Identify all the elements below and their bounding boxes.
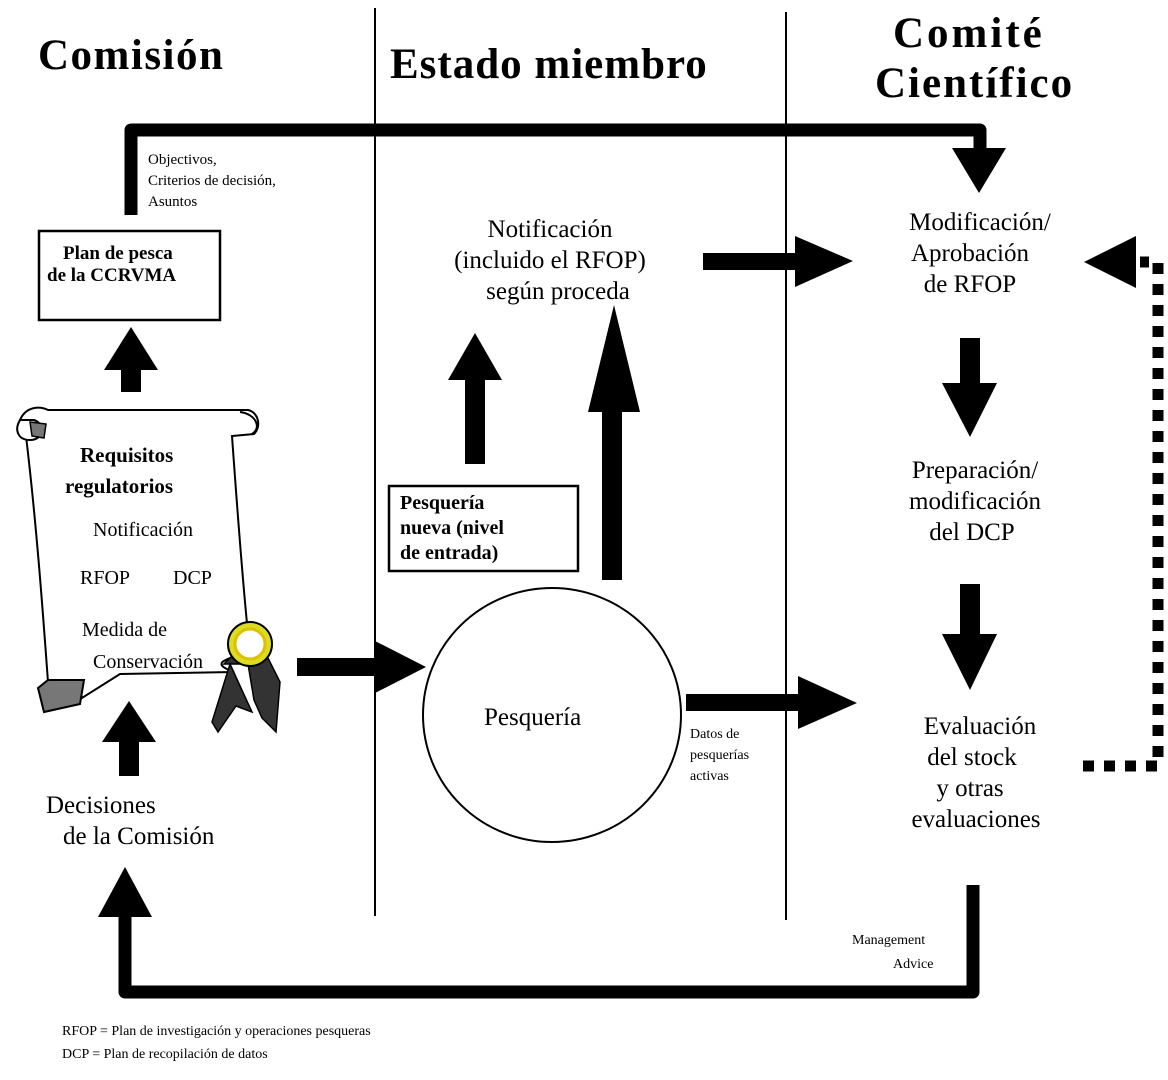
heading-comision: Comisión bbox=[38, 32, 225, 79]
decisiones-line1: Decisiones bbox=[46, 792, 156, 819]
arrow-down-2-head bbox=[942, 634, 997, 690]
heading-cientifico: Científico bbox=[875, 60, 1075, 107]
arrow-down-1-head bbox=[942, 383, 997, 437]
plan-box-line2: de la CCRVMA bbox=[47, 265, 177, 286]
arrow-nueva-up-head bbox=[448, 333, 502, 380]
evaluacion-line1: Evaluación bbox=[923, 713, 1037, 740]
scroll-notificacion: Notificación bbox=[93, 519, 193, 541]
arrow-notif-right-head bbox=[795, 236, 853, 287]
arrow-notif-right-shaft bbox=[703, 253, 803, 270]
scroll-rfop: RFOP bbox=[80, 567, 131, 589]
asuntos-label: Asuntos bbox=[148, 194, 198, 210]
arrow-pesq-right-head bbox=[798, 676, 857, 729]
notificacion-line2: (incluido el RFOP) bbox=[454, 247, 646, 274]
dotted-feedback-line bbox=[1083, 256, 1164, 772]
arrow-down-2-shaft bbox=[960, 584, 980, 634]
notificacion-line3: según proceda bbox=[486, 278, 630, 305]
nueva-box-line1: Pesquería bbox=[400, 492, 485, 514]
datos-line2: pesquerías bbox=[690, 748, 750, 763]
datos-line1: Datos de bbox=[690, 727, 740, 742]
objectivos-label: Objectivos, bbox=[148, 152, 217, 168]
footnote-dcp: DCP = Plan de recopilación de datos bbox=[62, 1047, 268, 1062]
modificacion-line1: Modificación/ bbox=[909, 209, 1051, 236]
modificacion-line2: Aprobación bbox=[910, 240, 1030, 267]
arrow-pesq-right-shaft bbox=[686, 694, 802, 711]
scroll-title-2: regulatorios bbox=[65, 474, 174, 498]
arrow-into-modificacion bbox=[952, 148, 1006, 193]
modificacion-line3: de RFOP bbox=[923, 271, 1017, 298]
pesqueria-circle bbox=[422, 587, 682, 843]
plan-box-border bbox=[37, 229, 222, 322]
arrow-dotted-head bbox=[1084, 236, 1136, 288]
nueva-box-border bbox=[387, 484, 580, 573]
evaluacion-line3: y otras bbox=[936, 775, 1004, 802]
evaluacion-line2: del stock bbox=[927, 744, 1017, 771]
arrow-nueva-up-shaft bbox=[465, 372, 485, 464]
arrow-into-decisiones bbox=[98, 867, 152, 917]
preparacion-line3: del DCP bbox=[929, 519, 1015, 546]
top-flow-line bbox=[124, 123, 987, 215]
plan-box-line1: Plan de pesca bbox=[63, 243, 173, 264]
scroll-medida: Medida de bbox=[82, 619, 167, 641]
notificacion-line1: Notificación bbox=[487, 216, 613, 243]
scroll-title-1: Requisitos bbox=[80, 443, 174, 467]
pesqueria-label: Pesquería bbox=[484, 704, 582, 731]
preparacion-line1: Preparación/ bbox=[911, 457, 1039, 484]
preparacion-line2: modificación bbox=[909, 488, 1041, 515]
bottom-flow-line bbox=[118, 885, 980, 999]
arrow-down-1-shaft bbox=[960, 338, 980, 384]
arrow-pesqueria-up-shaft bbox=[602, 408, 622, 580]
arrow-up-to-scroll-head bbox=[102, 701, 156, 742]
management-line2: Advice bbox=[893, 957, 934, 972]
nueva-box-line2: nueva (nivel bbox=[400, 517, 504, 539]
arrow-up-to-scroll-shaft bbox=[119, 736, 139, 776]
management-line1: Management bbox=[852, 933, 926, 948]
decisiones-line2: de la Comisión bbox=[63, 823, 215, 850]
evaluacion-line4: evaluaciones bbox=[911, 806, 1041, 833]
scroll-dcp: DCP bbox=[173, 567, 212, 589]
arrow-up-to-plan-shaft bbox=[121, 368, 141, 392]
scroll-conservacion: Conservación bbox=[93, 651, 203, 673]
arrow-to-pesqueria-shaft bbox=[297, 658, 377, 676]
nueva-box-line3: de entrada) bbox=[400, 542, 499, 564]
datos-line3: activas bbox=[690, 769, 729, 784]
criterios-label: Criterios de decisión, bbox=[148, 173, 276, 189]
footnote-rfop: RFOP = Plan de investigación y operacion… bbox=[62, 1024, 371, 1039]
heading-estado-miembro: Estado miembro bbox=[390, 41, 708, 88]
heading-comite: Comité bbox=[893, 10, 1045, 57]
arrow-up-to-plan-head bbox=[104, 327, 158, 370]
arrow-pesqueria-up-head bbox=[588, 305, 640, 412]
regulations-scroll bbox=[16, 406, 281, 734]
arrow-to-pesqueria-head bbox=[375, 641, 426, 693]
